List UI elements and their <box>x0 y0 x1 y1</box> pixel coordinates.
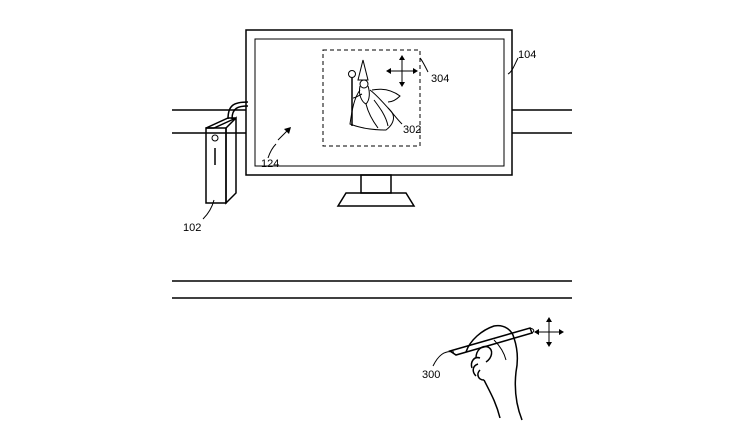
label-selection-box: 304 <box>431 73 449 85</box>
computer-tower <box>206 102 248 203</box>
stylus-move-icon <box>534 317 564 347</box>
label-canvas: 124 <box>261 158 279 170</box>
power-icon <box>212 135 218 141</box>
label-display: 104 <box>518 49 536 61</box>
label-stylus-hand: 300 <box>422 369 440 381</box>
move-cursor-icon <box>386 55 418 87</box>
label-computer: 102 <box>183 222 201 234</box>
leader-lines <box>203 58 518 366</box>
hand-with-stylus <box>450 326 534 420</box>
label-displayed-object: 302 <box>403 124 421 136</box>
lower-desk <box>172 281 572 298</box>
monitor <box>246 30 512 206</box>
pointer-icon <box>278 127 291 140</box>
